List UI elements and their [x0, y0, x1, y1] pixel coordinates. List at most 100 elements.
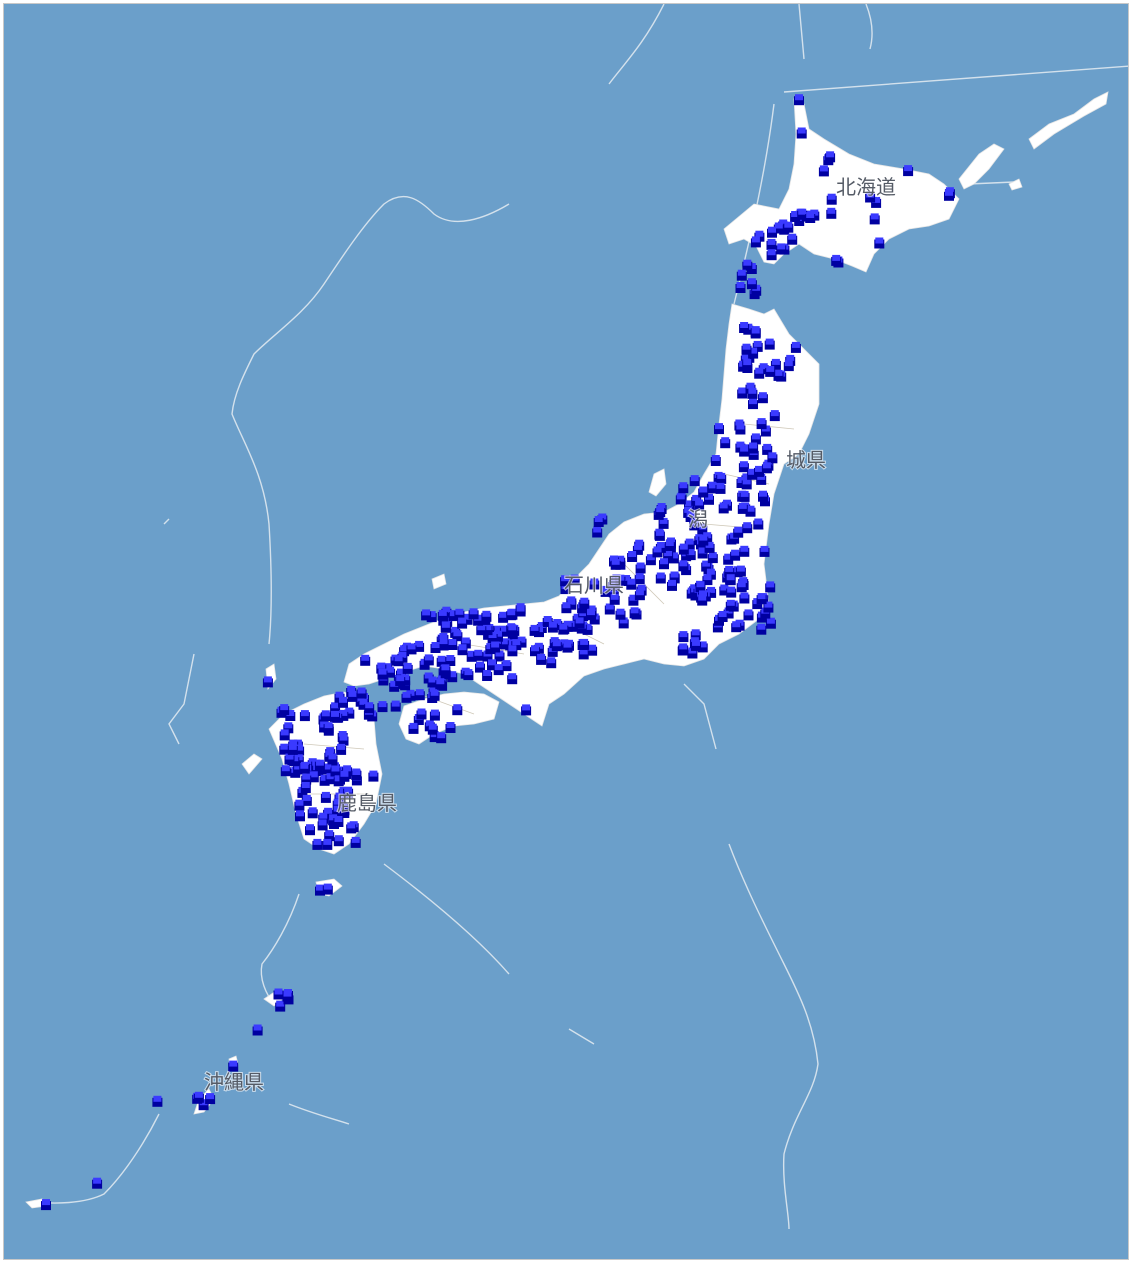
- blue-cube-marker-icon[interactable]: [735, 423, 746, 435]
- blue-cube-marker-icon[interactable]: [338, 734, 349, 746]
- blue-cube-marker-icon[interactable]: [747, 468, 758, 480]
- blue-cube-marker-icon[interactable]: [796, 127, 807, 139]
- blue-cube-marker-icon[interactable]: [739, 445, 750, 457]
- blue-cube-marker-icon[interactable]: [252, 1024, 263, 1036]
- blue-cube-marker-icon[interactable]: [783, 360, 794, 372]
- blue-cube-marker-icon[interactable]: [423, 654, 434, 666]
- blue-cube-marker-icon[interactable]: [546, 657, 557, 669]
- blue-cube-marker-icon[interactable]: [579, 597, 590, 609]
- blue-cube-marker-icon[interactable]: [762, 443, 773, 455]
- blue-cube-marker-icon[interactable]: [678, 543, 689, 555]
- blue-cube-marker-icon[interactable]: [767, 452, 778, 464]
- blue-cube-marker-icon[interactable]: [521, 704, 532, 716]
- blue-cube-marker-icon[interactable]: [558, 623, 569, 635]
- blue-cube-marker-icon[interactable]: [794, 94, 804, 106]
- blue-cube-marker-icon[interactable]: [610, 558, 621, 570]
- blue-cube-marker-icon[interactable]: [754, 367, 765, 379]
- blue-cube-marker-icon[interactable]: [736, 477, 747, 488]
- blue-cube-marker-icon[interactable]: [427, 723, 438, 735]
- blue-cube-marker-icon[interactable]: [350, 836, 361, 848]
- blue-cube-marker-icon[interactable]: [747, 387, 758, 399]
- blue-cube-marker-icon[interactable]: [280, 765, 291, 777]
- blue-cube-marker-icon[interactable]: [482, 624, 493, 636]
- blue-cube-marker-icon[interactable]: [569, 574, 580, 586]
- blue-cube-marker-icon[interactable]: [507, 645, 518, 657]
- blue-cube-marker-icon[interactable]: [330, 702, 341, 714]
- blue-cube-marker-icon[interactable]: [725, 599, 736, 611]
- blue-cube-marker-icon[interactable]: [689, 475, 700, 487]
- blue-cube-marker-icon[interactable]: [865, 191, 876, 203]
- blue-cube-marker-icon[interactable]: [710, 455, 721, 466]
- blue-cube-marker-icon[interactable]: [742, 259, 753, 271]
- blue-cube-marker-icon[interactable]: [498, 611, 509, 623]
- blue-cube-marker-icon[interactable]: [92, 1177, 103, 1189]
- blue-cube-marker-icon[interactable]: [750, 327, 761, 339]
- blue-cube-marker-icon[interactable]: [368, 770, 379, 782]
- blue-cube-marker-icon[interactable]: [445, 722, 456, 733]
- blue-cube-marker-icon[interactable]: [604, 603, 615, 615]
- blue-cube-marker-icon[interactable]: [356, 687, 367, 699]
- blue-cube-marker-icon[interactable]: [426, 611, 437, 623]
- blue-cube-marker-icon[interactable]: [421, 609, 432, 621]
- blue-cube-marker-icon[interactable]: [761, 462, 772, 474]
- blue-cube-marker-icon[interactable]: [690, 629, 701, 641]
- blue-cube-marker-icon[interactable]: [739, 592, 750, 604]
- blue-cube-marker-icon[interactable]: [756, 593, 767, 605]
- blue-cube-marker-icon[interactable]: [629, 607, 640, 619]
- blue-cube-marker-icon[interactable]: [831, 254, 842, 266]
- blue-cube-marker-icon[interactable]: [542, 616, 553, 627]
- blue-cube-marker-icon[interactable]: [621, 575, 632, 586]
- blue-cube-marker-icon[interactable]: [698, 486, 709, 498]
- blue-cube-marker-icon[interactable]: [695, 581, 706, 593]
- blue-cube-marker-icon[interactable]: [344, 707, 355, 719]
- blue-cube-marker-icon[interactable]: [299, 710, 310, 722]
- blue-cube-marker-icon[interactable]: [437, 609, 448, 621]
- blue-cube-marker-icon[interactable]: [430, 642, 441, 653]
- blue-cube-marker-icon[interactable]: [805, 212, 816, 223]
- blue-cube-marker-icon[interactable]: [719, 584, 730, 596]
- blue-cube-marker-icon[interactable]: [668, 552, 679, 564]
- blue-cube-marker-icon[interactable]: [764, 338, 775, 350]
- blue-cube-marker-icon[interactable]: [632, 543, 643, 555]
- blue-cube-marker-icon[interactable]: [377, 668, 388, 680]
- blue-cube-marker-icon[interactable]: [663, 550, 674, 562]
- blue-cube-marker-icon[interactable]: [493, 664, 504, 676]
- blue-cube-marker-icon[interactable]: [460, 637, 471, 649]
- blue-cube-marker-icon[interactable]: [720, 437, 731, 449]
- blue-cube-marker-icon[interactable]: [333, 816, 344, 827]
- blue-cube-marker-icon[interactable]: [300, 782, 311, 793]
- blue-cube-marker-icon[interactable]: [529, 624, 540, 636]
- blue-cube-marker-icon[interactable]: [701, 560, 712, 572]
- blue-cube-marker-icon[interactable]: [765, 617, 776, 629]
- blue-cube-marker-icon[interactable]: [615, 574, 626, 586]
- blue-cube-marker-icon[interactable]: [560, 575, 571, 587]
- blue-cube-marker-icon[interactable]: [287, 743, 298, 755]
- blue-cube-marker-icon[interactable]: [516, 636, 527, 648]
- blue-cube-marker-icon[interactable]: [390, 700, 401, 712]
- blue-cube-marker-icon[interactable]: [757, 392, 768, 404]
- blue-cube-marker-icon[interactable]: [279, 704, 290, 716]
- blue-cube-marker-icon[interactable]: [773, 369, 784, 381]
- blue-cube-marker-icon[interactable]: [707, 552, 718, 564]
- blue-cube-marker-icon[interactable]: [737, 502, 748, 514]
- blue-cube-marker-icon[interactable]: [735, 565, 746, 577]
- blue-cube-marker-icon[interactable]: [592, 526, 603, 538]
- blue-cube-marker-icon[interactable]: [758, 490, 768, 502]
- blue-cube-marker-icon[interactable]: [741, 478, 752, 490]
- blue-cube-marker-icon[interactable]: [574, 617, 585, 629]
- blue-cube-marker-icon[interactable]: [330, 765, 341, 777]
- blue-cube-marker-icon[interactable]: [586, 609, 596, 621]
- blue-cube-marker-icon[interactable]: [707, 482, 718, 494]
- blue-cube-marker-icon[interactable]: [228, 1060, 239, 1072]
- blue-cube-marker-icon[interactable]: [515, 605, 526, 617]
- blue-cube-marker-icon[interactable]: [750, 236, 761, 248]
- blue-cube-marker-icon[interactable]: [307, 807, 318, 819]
- blue-cube-marker-icon[interactable]: [655, 506, 666, 518]
- blue-cube-marker-icon[interactable]: [205, 1093, 216, 1105]
- blue-cube-marker-icon[interactable]: [481, 610, 492, 622]
- blue-cube-marker-icon[interactable]: [752, 340, 763, 352]
- blue-cube-marker-icon[interactable]: [273, 988, 284, 1000]
- blue-cube-marker-icon[interactable]: [765, 581, 776, 593]
- blue-cube-marker-icon[interactable]: [618, 617, 629, 629]
- blue-cube-marker-icon[interactable]: [333, 835, 344, 847]
